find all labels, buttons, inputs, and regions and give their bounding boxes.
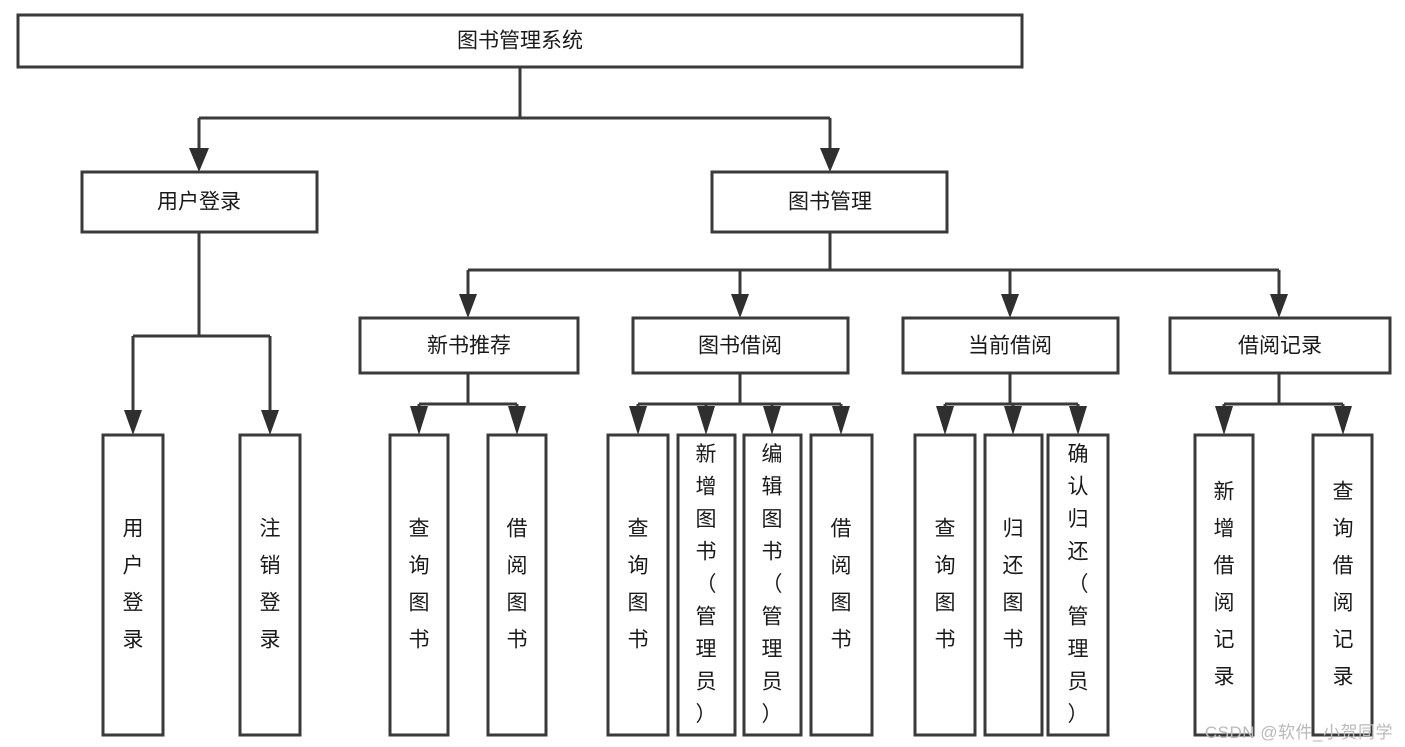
node-box [101, 433, 165, 737]
arrow-head-leaf-add-record [1215, 406, 1233, 435]
leaf-confirm-return-admin[interactable]: 确认归还（管理员） [1046, 433, 1110, 737]
arrow-head-book-borrow [731, 294, 749, 318]
connectors-book-manage-to-level3 [459, 232, 1288, 318]
node-box [388, 433, 450, 737]
node-box [676, 433, 737, 737]
leaf-user-login[interactable]: 用户登录 [101, 433, 165, 737]
arrow-head-leaf-query-book-3 [936, 406, 954, 435]
node-box [983, 433, 1044, 737]
connectors-borrow-record-to-leaves [1215, 373, 1352, 435]
node-box [1046, 433, 1110, 737]
arrow-head-leaf-query-book-2 [629, 406, 647, 435]
node-box [1168, 316, 1392, 375]
node-box [1193, 433, 1255, 737]
node-current-borrow[interactable]: 当前借阅 [901, 316, 1120, 375]
node-label: 新书推荐 [427, 335, 511, 358]
node-box [901, 316, 1120, 375]
node-label: 新增借阅记录 [1214, 480, 1235, 688]
node-label: 用户登录 [123, 517, 144, 651]
node-label: 用户登录 [157, 191, 241, 214]
leaf-borrow-book-newbook[interactable]: 借阅图书 [486, 433, 548, 737]
leaf-query-book-current[interactable]: 查询图书 [913, 433, 977, 737]
connectors-current-borrow-to-leaves [936, 373, 1087, 435]
arrow-head-borrow-record [1270, 294, 1288, 318]
node-box [913, 433, 977, 737]
node-box [606, 433, 670, 737]
leaf-query-book-newbook[interactable]: 查询图书 [388, 433, 450, 737]
node-label: 查询图书 [409, 517, 430, 651]
node-label: 注销登录 [260, 517, 281, 651]
leaf-borrow-book-borrow[interactable]: 借阅图书 [809, 433, 874, 737]
node-box [809, 433, 874, 737]
node-box [16, 13, 1024, 69]
node-label: 当前借阅 [968, 335, 1052, 358]
arrow-head-leaf-add-book [697, 406, 715, 435]
leaf-add-borrow-record[interactable]: 新增借阅记录 [1193, 433, 1255, 737]
arrow-head-user-login [189, 148, 209, 172]
node-new-book-recommend[interactable]: 新书推荐 [358, 316, 580, 375]
connectors-book-borrow-to-leaves [629, 373, 850, 435]
csdn-watermark: CSDN @软件_小贺同学 [1204, 723, 1393, 742]
leaf-edit-book-admin[interactable]: 编辑图书（管理员） [742, 433, 803, 737]
node-user-login[interactable]: 用户登录 [80, 170, 319, 234]
leaf-add-book-admin[interactable]: 新增图书（管理员） [676, 433, 737, 737]
node-box [631, 316, 850, 375]
arrow-head-leaf-edit-book [763, 406, 781, 435]
node-box [80, 170, 319, 234]
arrow-head-leaf-return-book [1004, 406, 1022, 435]
leaf-query-book-borrow[interactable]: 查询图书 [606, 433, 670, 737]
node-box [358, 316, 580, 375]
arrow-head-book-manage [820, 148, 840, 172]
node-label: 编辑图书（管理员） [762, 443, 783, 726]
leaf-query-borrow-record[interactable]: 查询借阅记录 [1311, 433, 1374, 737]
arrow-head-new-book [459, 294, 477, 318]
arrow-head-leaf-user-login [124, 410, 142, 435]
leaf-return-book[interactable]: 归还图书 [983, 433, 1044, 737]
node-label: 归还图书 [1003, 517, 1024, 651]
connectors-root-to-level2 [189, 67, 840, 172]
node-label: 确认归还（管理员） [1068, 443, 1089, 726]
node-box [1311, 433, 1374, 737]
node-book-management[interactable]: 图书管理 [710, 170, 949, 234]
arrow-head-leaf-borrow-book-2 [832, 406, 850, 435]
arrow-head-leaf-query-record [1334, 406, 1352, 435]
arrow-head-current-borrow [1001, 294, 1019, 318]
node-label: 新增图书（管理员） [696, 443, 717, 726]
node-label: 借阅图书 [507, 517, 528, 651]
node-label: 查询借阅记录 [1333, 480, 1354, 688]
arrow-head-leaf-borrow-book-1 [508, 406, 526, 435]
node-box [238, 433, 302, 737]
arrow-head-leaf-confirm-return [1069, 406, 1087, 435]
connectors-user-login-to-leaves [124, 232, 279, 435]
arrow-head-leaf-query-book-1 [410, 406, 428, 435]
node-book-borrow[interactable]: 图书借阅 [631, 316, 850, 375]
arrow-head-leaf-logout [261, 410, 279, 435]
node-label: 图书借阅 [698, 335, 782, 358]
node-label: 图书管理系统 [457, 30, 583, 53]
node-label: 借阅记录 [1238, 335, 1322, 358]
node-label: 查询图书 [935, 517, 956, 651]
leaf-logout[interactable]: 注销登录 [238, 433, 302, 737]
node-root-book-management-system[interactable]: 图书管理系统 [16, 13, 1024, 69]
node-label: 查询图书 [628, 517, 649, 651]
node-label: 图书管理 [788, 191, 872, 214]
node-label: 借阅图书 [831, 517, 852, 651]
connectors-new-book-to-leaves [410, 373, 526, 435]
node-box [742, 433, 803, 737]
node-box [486, 433, 548, 737]
node-borrow-record[interactable]: 借阅记录 [1168, 316, 1392, 375]
node-box [710, 170, 949, 234]
